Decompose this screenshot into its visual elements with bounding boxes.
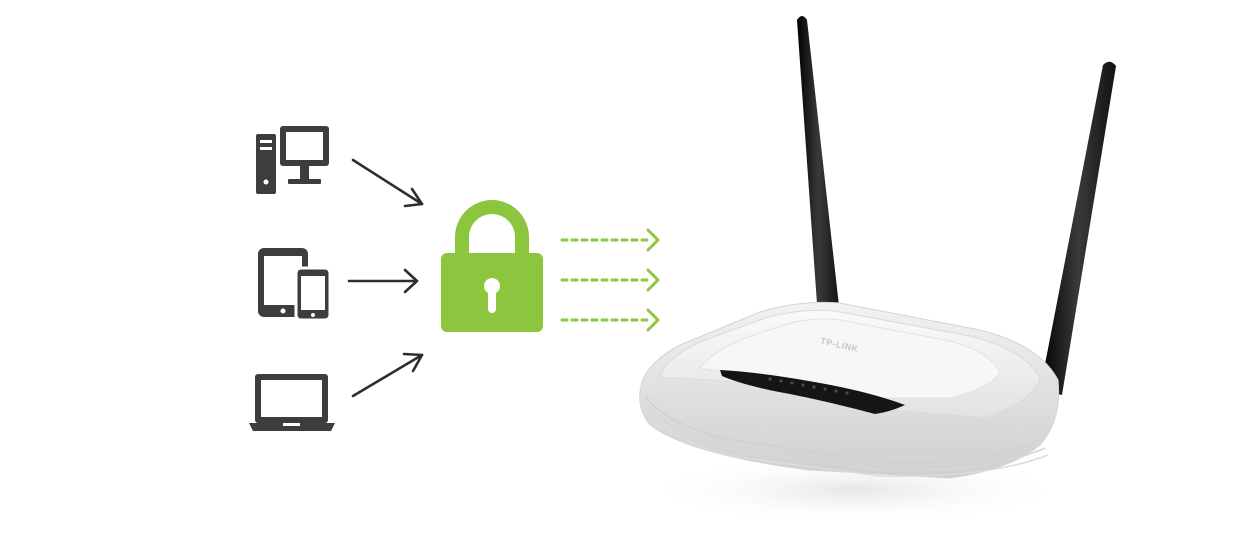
- router-antenna-right: [1040, 61, 1116, 395]
- arrow-desktop-to-lock: [351, 158, 424, 208]
- green-arrow-top: [560, 228, 660, 252]
- green-arrow-bottom: [560, 308, 660, 332]
- router-antenna-left: [797, 16, 840, 318]
- router-status-leds: [768, 377, 849, 395]
- device-arrows: [347, 158, 424, 398]
- green-arrow-middle: [560, 268, 660, 292]
- arrow-tablet-to-lock: [347, 268, 419, 294]
- secure-connection-arrows: [560, 228, 660, 332]
- wifi-router-icon: TP-LINK: [639, 16, 1116, 525]
- padlock-icon: [441, 200, 543, 332]
- laptop-icon: [249, 374, 335, 431]
- desktop-tower-monitor-icon: [256, 126, 329, 194]
- tablet-phone-icon: [258, 248, 332, 322]
- arrow-laptop-to-lock: [351, 352, 424, 398]
